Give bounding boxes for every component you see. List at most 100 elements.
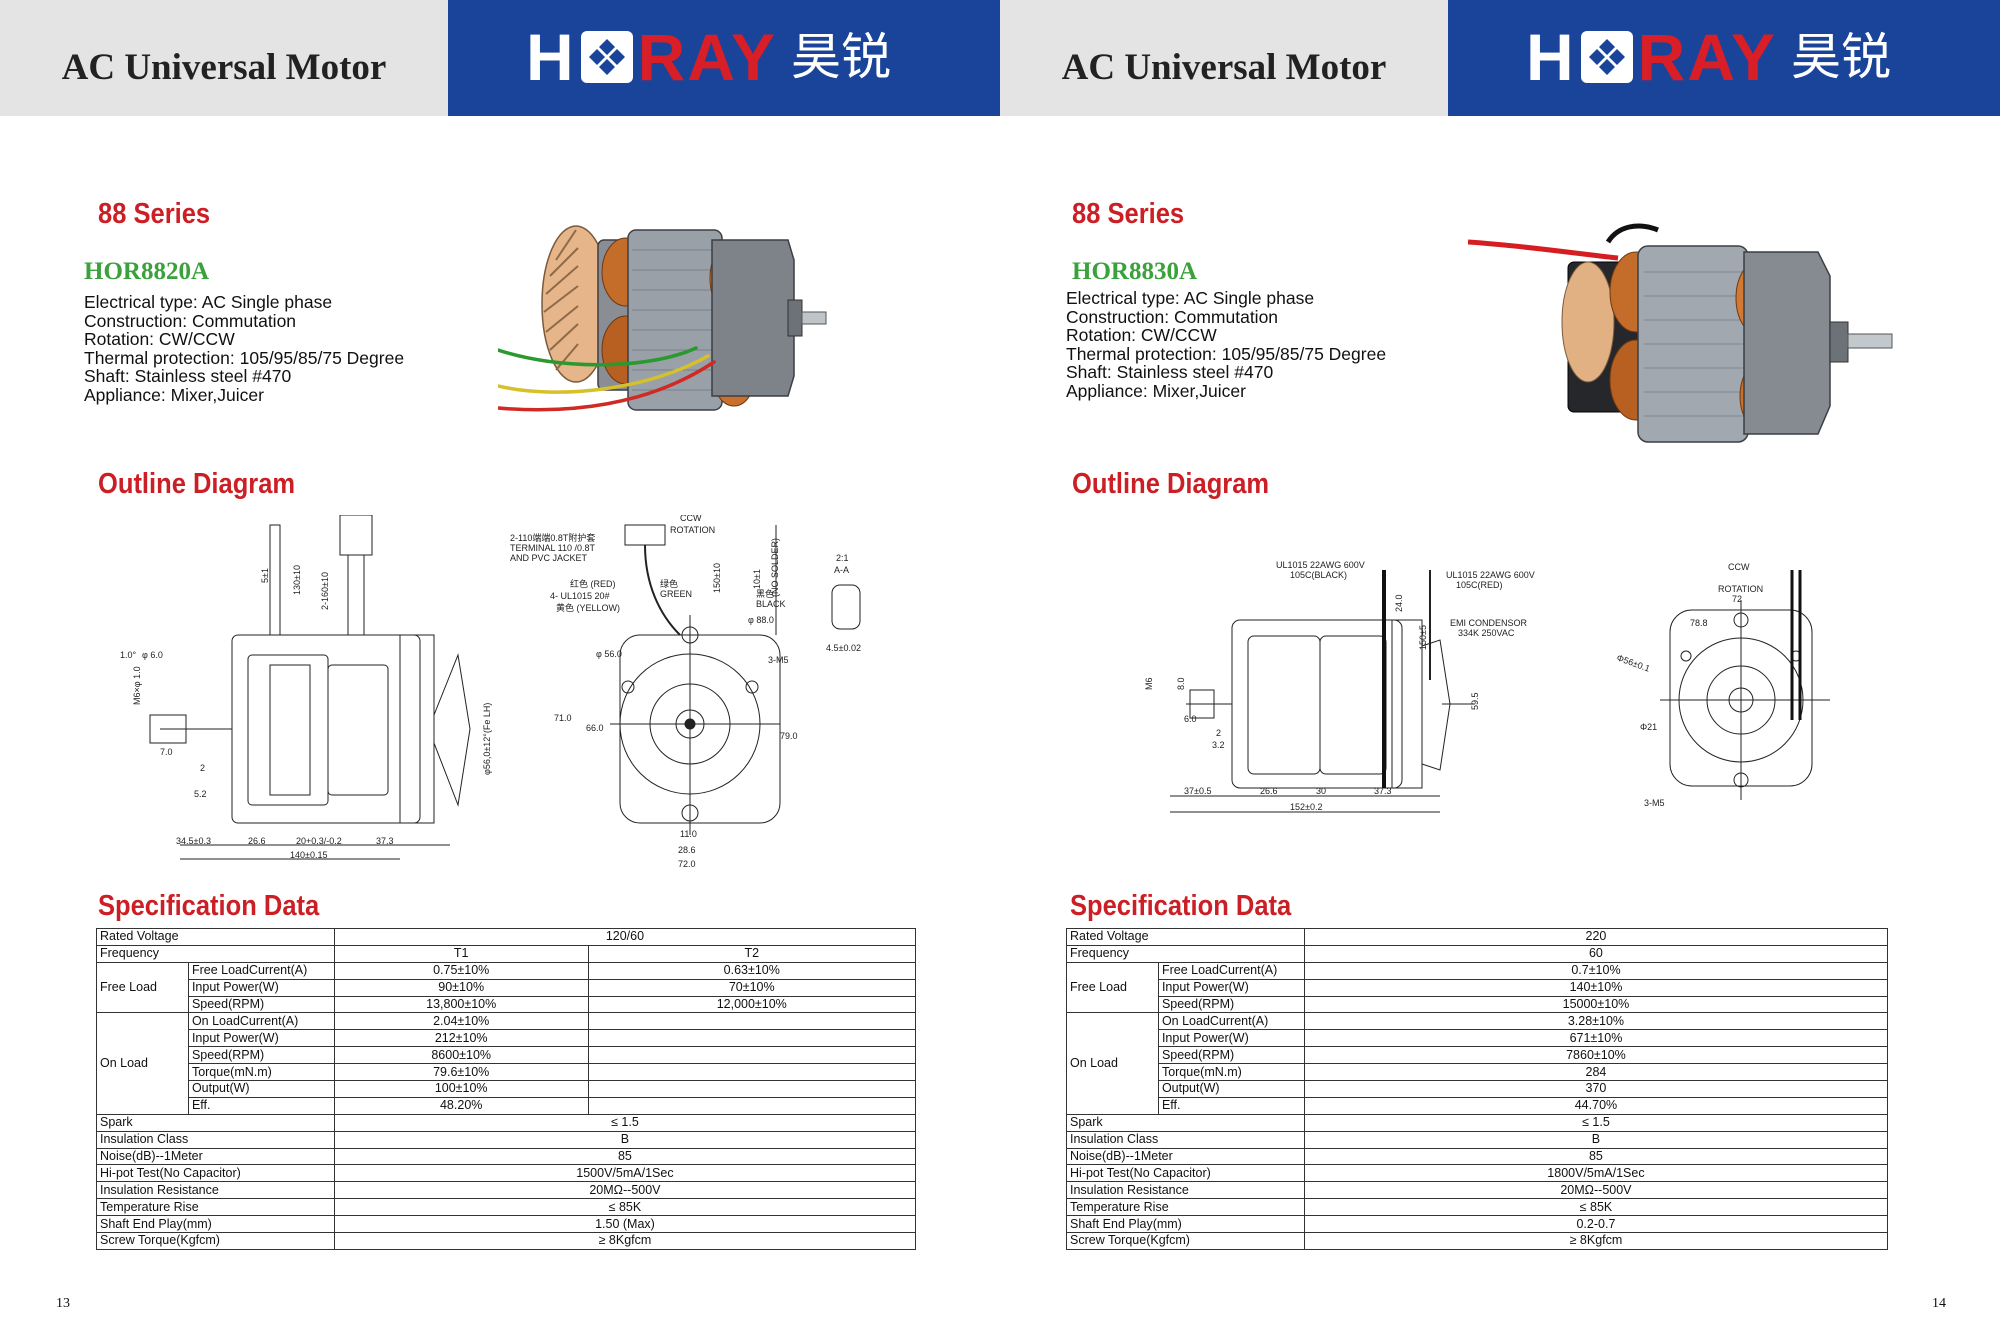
table-row: Noise(dB)--1Meter 85: [1066, 1147, 1889, 1166]
feature-item: Electrical type: AC Single phase: [84, 292, 333, 312]
spec-label: Eff.: [187, 1096, 335, 1115]
spec-value: ≤ 85K: [333, 1198, 917, 1217]
spec-value: [587, 1063, 916, 1082]
table-row: Output(W) 370: [1067, 1080, 1889, 1098]
svg-text:6.0: 6.0: [1184, 714, 1197, 724]
svg-text:CCW: CCW: [1728, 562, 1750, 572]
spec-value: 671±10%: [1303, 1029, 1889, 1048]
spec-value: 140±10%: [1303, 978, 1889, 997]
svg-text:28.6: 28.6: [678, 845, 696, 855]
brand-chinese: 昊锐: [790, 28, 891, 86]
svg-text:72.0: 72.0: [678, 859, 696, 869]
spec-value: [587, 1012, 916, 1031]
svg-text:2:1: 2:1: [836, 553, 849, 563]
spec-label: Insulation Resistance: [1066, 1181, 1305, 1200]
svg-text:ROTATION: ROTATION: [1718, 584, 1763, 594]
spec-label: Hi-pot Test(No Capacitor): [96, 1164, 335, 1183]
spec-value: 1.50 (Max): [333, 1215, 917, 1234]
svg-text:7.0: 7.0: [160, 747, 173, 757]
svg-text:37.3: 37.3: [1374, 786, 1392, 796]
table-row: Input Power(W) 90±10% 70±10%: [97, 978, 916, 997]
svg-text:绿色: 绿色: [660, 578, 678, 589]
svg-text:φ 6.0: φ 6.0: [142, 650, 163, 660]
svg-text:M6: M6: [1144, 677, 1154, 690]
table-row: Input Power(W) 671±10%: [1067, 1029, 1889, 1048]
spec-value: 7860±10%: [1303, 1046, 1889, 1065]
spec-label: Noise(dB)--1Meter: [1066, 1147, 1305, 1166]
header-title-panel: AC Universal Motor: [1000, 0, 1448, 116]
side-view-dims: 1.0° φ 6.0 M6×φ 1.0 7.0 2 5.2 34.5±0.3 2…: [120, 565, 492, 860]
spec-label: Insulation Class: [96, 1130, 335, 1149]
page-right: AC Universal Motor H RAY 昊锐 88 Series HO…: [1000, 0, 2000, 1338]
spec-label: On LoadCurrent(A): [1157, 1012, 1305, 1031]
outline-diagram: UL1015 22AWG 600V 105C(BLACK) UL1015 22A…: [1144, 560, 1830, 813]
svg-text:79.0: 79.0: [780, 731, 798, 741]
svg-text:1.0°: 1.0°: [120, 650, 137, 660]
spec-label: Input Power(W): [1157, 1029, 1305, 1048]
spec-value: 220: [1303, 928, 1889, 946]
spec-value: ≤ 85K: [1303, 1198, 1889, 1217]
outline-diagram-title: Outline Diagram: [98, 468, 296, 500]
spec-value: 370: [1303, 1080, 1889, 1098]
brand-letters-ray: RAY: [637, 20, 777, 94]
table-row: Noise(dB)--1Meter 85: [96, 1147, 917, 1166]
svg-text:105C(RED): 105C(RED): [1456, 580, 1503, 590]
spec-label: Frequency: [1066, 944, 1305, 963]
spec-value: 20MΩ--500V: [333, 1181, 917, 1200]
spec-value: [587, 1046, 916, 1065]
feature-item: Shaft: Stainless steel #470: [1066, 362, 1274, 383]
spec-label: Hi-pot Test(No Capacitor): [1066, 1164, 1305, 1183]
front-view: [610, 524, 781, 835]
brand-o-icon: [580, 31, 633, 83]
feature-list: Electrical type: AC Single phase Constru…: [84, 293, 404, 405]
side-view: [149, 515, 471, 860]
feature-item: Rotation: CW/CCW: [84, 329, 235, 350]
table-row: On Load On LoadCurrent(A) 3.28±10%: [1066, 1012, 1889, 1115]
spec-value: 8600±10%: [333, 1046, 589, 1065]
svg-text:105C(BLACK): 105C(BLACK): [1290, 570, 1347, 580]
table-row: Rated Voltage 220: [1066, 928, 1889, 946]
feature-item: Construction: Commutation: [84, 310, 297, 331]
spec-label: Output(W): [187, 1080, 335, 1098]
spec-label: Rated Voltage: [96, 928, 335, 946]
outline-diagram: 1.0° φ 6.0 M6×φ 1.0 7.0 2 5.2 34.5±0.3 2…: [120, 515, 861, 869]
spec-value: 60: [1303, 944, 1889, 963]
spec-value: 2.04±10%: [333, 1012, 589, 1031]
spec-value: 120/60: [333, 928, 917, 946]
svg-text:UL1015 22AWG 600V: UL1015 22AWG 600V: [1276, 560, 1365, 570]
svg-text:24.0: 24.0: [1394, 594, 1404, 612]
svg-text:37±0.5: 37±0.5: [1184, 786, 1211, 796]
spec-label: Screw Torque(Kgfcm): [1066, 1232, 1305, 1250]
brand-letter-h: H: [1526, 20, 1576, 94]
table-row: Eff. 48.20%: [97, 1096, 916, 1115]
svg-text:150±10: 150±10: [712, 563, 722, 593]
header-title-panel: AC Universal Motor: [0, 0, 448, 116]
brand-chinese: 昊锐: [1790, 28, 1891, 86]
svg-text:φ 88.0: φ 88.0: [748, 615, 774, 625]
table-row: Frequency 60: [1066, 944, 1889, 963]
spec-label: Speed(RPM): [1157, 995, 1305, 1014]
spec-label: Speed(RPM): [1157, 1046, 1305, 1065]
svg-text:ROTATION: ROTATION: [670, 525, 715, 535]
spec-label: Torque(mN.m): [1157, 1063, 1305, 1082]
spec-value: ≥ 8Kgfcm: [333, 1232, 917, 1250]
svg-text:3-M5: 3-M5: [1644, 798, 1665, 808]
table-row: Output(W) 100±10%: [97, 1080, 916, 1098]
spec-label: Screw Torque(Kgfcm): [96, 1232, 335, 1250]
spec-value: 0.63±10%: [587, 961, 916, 980]
feature-item: Construction: Commutation: [1066, 306, 1279, 327]
spec-group: Free Load: [1066, 961, 1159, 1014]
svg-text:30: 30: [1316, 786, 1326, 796]
svg-text:5±1: 5±1: [260, 568, 270, 583]
spec-value: 15000±10%: [1303, 995, 1889, 1014]
svg-text:GREEN: GREEN: [660, 589, 692, 599]
spec-group: Free Load: [96, 961, 189, 1014]
table-row: Speed(RPM) 13,800±10% 12,000±10%: [97, 995, 916, 1014]
table-row: Spark ≤ 1.5: [1066, 1113, 1889, 1132]
table-row: Free Load Free LoadCurrent(A) 0.7±10%: [1066, 961, 1889, 1014]
feature-item: Thermal protection: 105/95/85/75 Degree: [84, 347, 405, 368]
spec-label: Shaft End Play(mm): [1066, 1215, 1305, 1234]
svg-text:71.0: 71.0: [554, 713, 572, 723]
svg-text:φ 56.0: φ 56.0: [596, 649, 622, 659]
svg-text:26.6: 26.6: [1260, 786, 1278, 796]
